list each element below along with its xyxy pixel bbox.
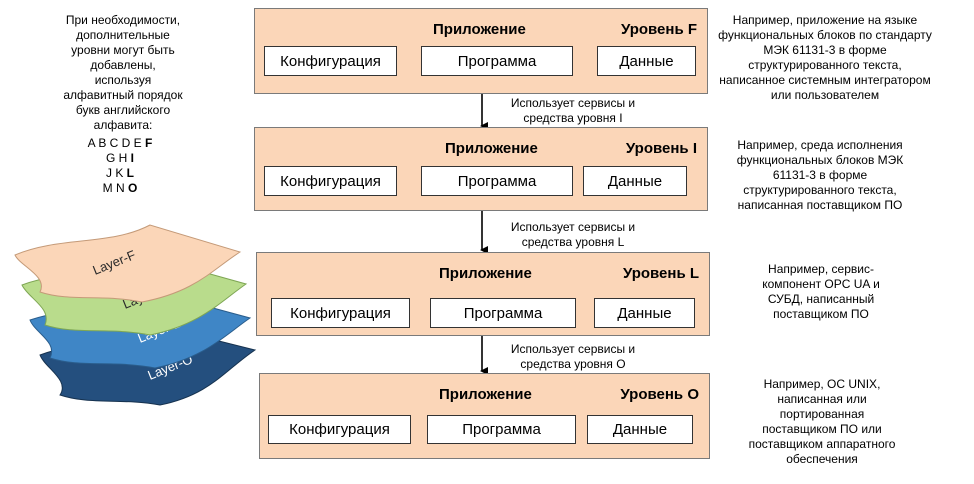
level-l-program: Программа: [430, 298, 576, 328]
layer-f-shape: Layer-F: [14, 224, 242, 303]
level-i-config: Конфигурация: [264, 166, 397, 196]
level-f-box: Приложение Уровень F Конфигурация Програ…: [254, 8, 708, 94]
letter-sequence: A B C D E F G H I J K L M N O: [70, 136, 170, 196]
level-f-config: Конфигурация: [264, 46, 397, 76]
level-f-data: Данные: [597, 46, 696, 76]
level-l-data: Данные: [594, 298, 695, 328]
level-f-app-title: Приложение: [433, 21, 526, 38]
level-i-data: Данные: [583, 166, 687, 196]
level-o-app-title: Приложение: [439, 386, 532, 403]
level-i-app-title: Приложение: [445, 140, 538, 157]
arrow-label-l: Использует сервисы и средства уровня L: [510, 220, 636, 249]
letter-row-l: J K L: [105, 166, 134, 180]
level-o-label: Уровень O: [620, 386, 699, 403]
letter-row-i: G H I: [105, 151, 134, 165]
level-o-program: Программа: [427, 415, 576, 444]
letter-row-o: M N O: [102, 181, 138, 195]
letter-row-f: A B C D E F: [87, 136, 153, 150]
level-i-box: Приложение Уровень I Конфигурация Програ…: [254, 127, 708, 211]
arrow-label-i: Использует сервисы и средства уровня I: [510, 96, 636, 125]
level-f-label: Уровень F: [620, 21, 697, 38]
level-i-label: Уровень I: [625, 140, 697, 157]
level-o-box: Приложение Уровень O Конфигурация Програ…: [259, 373, 710, 459]
level-o-data: Данные: [587, 415, 693, 444]
level-f-description: Например, приложение на языке функционал…: [718, 13, 932, 102]
left-note: При необходимости, дополнительные уровни…: [63, 13, 183, 132]
level-i-program: Программа: [421, 166, 573, 196]
arrow-label-o: Использует сервисы и средства уровня O: [510, 342, 636, 371]
level-l-box: Приложение Уровень L Конфигурация Програ…: [256, 252, 710, 336]
level-l-config: Конфигурация: [271, 298, 410, 328]
level-i-description: Например, среда исполнения функциональны…: [736, 138, 904, 212]
level-l-label: Уровень L: [622, 265, 699, 282]
level-l-description: Например, сервис-компонент OPC UA и СУБД…: [762, 262, 880, 321]
level-o-config: Конфигурация: [268, 415, 411, 444]
level-f-program: Программа: [421, 46, 573, 76]
level-o-description: Например, ОС UNIX, написанная или портир…: [748, 377, 896, 466]
level-l-app-title: Приложение: [439, 265, 532, 282]
